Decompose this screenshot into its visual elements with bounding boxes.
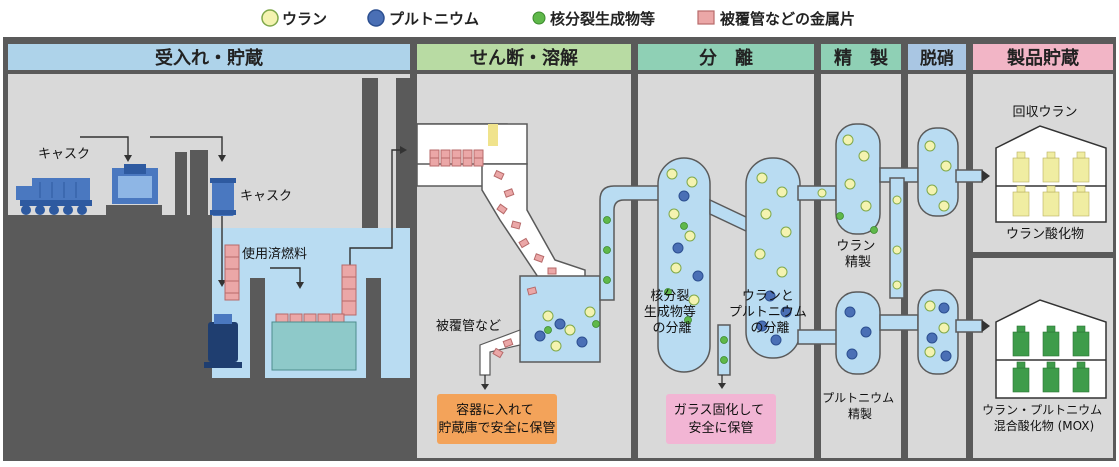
shear-chunks	[429, 149, 557, 359]
cask-truck-icon	[16, 178, 92, 215]
mox-label: ウラン・プルトニウム 混合酸化物 (MOX)	[982, 403, 1106, 433]
fp-separation-label: 核分裂 生成物等 の分離	[644, 289, 700, 336]
cladding-label: 被覆管など	[436, 319, 501, 334]
legend-plutonium-label: プルトニウム	[389, 10, 479, 28]
legend-uranium: ウラン	[261, 9, 327, 28]
plutonium-icon	[367, 9, 385, 27]
particles	[534, 134, 952, 364]
legend-fission: 核分裂生成物等	[532, 10, 655, 28]
header-denitrate	[908, 44, 966, 70]
fp-line-2: 生成物等	[644, 304, 696, 320]
cask-label-right: キャスク	[240, 189, 292, 204]
product-storage-scene: 回収ウラン ウラン酸化物 ウラン・プルトニウム 混合酸化物 (MOX)	[973, 105, 1113, 433]
fp-line-1: 核分裂	[650, 289, 689, 304]
urefine-line-2: 精製	[845, 255, 871, 270]
u-refine-label: ウラン 精製	[836, 239, 879, 270]
vitrify-note: ガラス固化して 安全に保管	[666, 394, 776, 444]
header-refine-label: 精 製	[834, 47, 888, 69]
vitrify-note-line-1: ガラス固化して	[674, 403, 764, 418]
mox-storage-icon	[995, 299, 1107, 399]
u-pu-separation-label: ウランと プルトニウム の分離	[729, 289, 811, 336]
header-shear-label: せん断・溶解	[470, 47, 578, 69]
uranium-oxide-label: ウラン酸化物	[1006, 227, 1084, 242]
header-product	[973, 44, 1113, 70]
header-product-label: 製品貯蔵	[1006, 47, 1079, 69]
transfer-arrows	[80, 136, 400, 282]
header-denitrate-label: 脱硝	[920, 48, 954, 69]
svg-text:容器に入れて 貯蔵庫で安全に保管: 容器に入れて 貯蔵庫で安全に保管	[438, 402, 555, 436]
header-separation	[638, 44, 814, 70]
metal-fragment-icon	[697, 10, 715, 25]
container-note-line-1: 容器に入れて	[456, 402, 534, 418]
legend: ウラン プルトニウム 核分裂生成物等 被覆管などの金属片	[261, 9, 855, 28]
legend-metal-label: 被覆管などの金属片	[720, 10, 855, 28]
legend-uranium-label: ウラン	[282, 10, 327, 28]
stage-headers: 受入れ・貯蔵 せん断・溶解 分 離 精 製 脱硝 製品貯蔵	[8, 44, 1113, 70]
header-separation-label: 分 離	[699, 47, 753, 69]
legend-fission-label: 核分裂生成物等	[550, 10, 655, 28]
uranium-denitrate-vessel	[917, 127, 959, 217]
header-receive-label: 受入れ・貯蔵	[155, 47, 263, 69]
purefine-line-1: プルトニウム	[822, 391, 894, 405]
spent-fuel-label: 使用済燃料	[242, 246, 307, 262]
upu-line-1: ウランと	[742, 289, 794, 304]
header-shear	[417, 44, 631, 70]
spent-fuel-assembly-icons	[224, 244, 357, 323]
vitrify-note-line-2: 安全に保管	[688, 420, 753, 436]
mox-line-1: ウラン・プルトニウム	[982, 403, 1102, 417]
separation-column-1	[657, 157, 711, 373]
fuel-rack	[271, 321, 357, 371]
container-note-line-2: 貯蔵庫で安全に保管	[438, 420, 555, 436]
upu-line-3: の分離	[750, 321, 789, 336]
header-refine	[821, 44, 901, 70]
fp-line-3: の分離	[652, 321, 691, 336]
container-note: 容器に入れて 貯蔵庫で安全に保管	[437, 394, 557, 444]
header-receive	[8, 44, 410, 70]
svg-text:ガラス固化して 安全に保管: ガラス固化して 安全に保管	[674, 403, 769, 436]
urefine-line-1: ウラン	[836, 239, 875, 254]
recovered-uranium-label: 回収ウラン	[1012, 105, 1077, 120]
cask-unload-station-icon	[106, 164, 162, 215]
fuel-lifter-icon	[204, 314, 242, 368]
legend-plutonium: プルトニウム	[367, 9, 479, 28]
plutonium-refine-column	[835, 291, 881, 375]
receive-storage-scene: キャスク キャスク 使用済燃料	[8, 78, 410, 458]
purefine-line-2: 精製	[848, 407, 872, 421]
cask-icon	[210, 178, 236, 216]
mox-line-2: 混合酸化物 (MOX)	[994, 418, 1094, 433]
mox-denitrate-vessel	[917, 289, 959, 375]
cask-label-left: キャスク	[38, 147, 90, 162]
uranium-oxide-storage-icon	[995, 125, 1107, 223]
fission-product-icon	[532, 11, 546, 25]
pu-refine-label: プルトニウム 精製	[822, 391, 898, 421]
upu-line-2: プルトニウム	[729, 305, 807, 320]
legend-metal: 被覆管などの金属片	[697, 10, 855, 28]
uranium-icon	[261, 9, 279, 27]
